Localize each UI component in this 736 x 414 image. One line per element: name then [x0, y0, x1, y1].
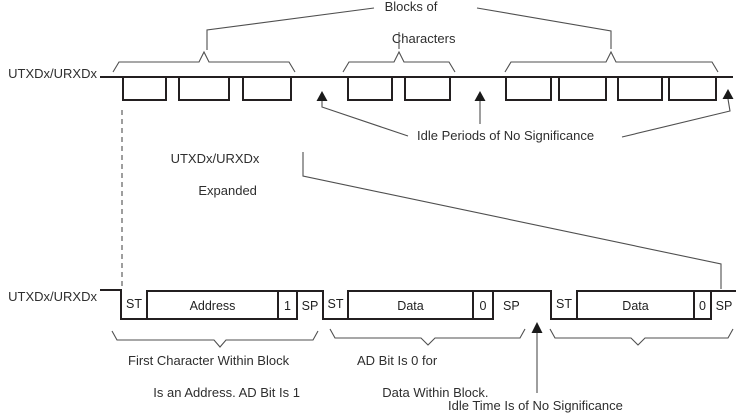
- address-caption-line1: First Character Within Block: [128, 353, 290, 368]
- blocks-leader-left: [206, 7, 375, 50]
- idle-time-caption: Idle Time Is of No Significance: [448, 398, 623, 413]
- cell-data: Data: [576, 290, 693, 320]
- address-frame-caption: First Character Within Block Is an Addre…: [128, 353, 300, 401]
- brace-top-block3: [504, 50, 719, 73]
- data-frame-caption: AD Bit Is 0 for Data Within Block.: [357, 353, 489, 401]
- cell-ad-bit-1: 1: [277, 290, 296, 320]
- expanded-callout-label: UTXDx/URXDx Expanded: [160, 151, 270, 199]
- character-box: [617, 76, 663, 101]
- character-box: [178, 76, 230, 101]
- character-box: [558, 76, 607, 101]
- cell-start-bit: ST: [120, 290, 146, 320]
- blocks-caption-line1: Blocks of: [384, 0, 438, 14]
- character-box: [668, 76, 717, 101]
- cell-data: Data: [347, 290, 472, 320]
- character-box: [122, 76, 167, 101]
- cell-ad-bit-0: 0: [472, 290, 492, 320]
- cell-address: Address: [146, 290, 277, 320]
- idle-arrow-icon: [722, 89, 734, 99]
- expansion-callout-line: [302, 152, 722, 289]
- brace-bottom-data-frame: [329, 328, 526, 346]
- character-box: [347, 76, 393, 101]
- idle-arrow-icon: [316, 91, 328, 101]
- bottom-signal-line-stub: [100, 289, 122, 291]
- character-box: [505, 76, 552, 101]
- idle-arrow-leader-left: [321, 101, 409, 137]
- character-box: [404, 76, 451, 101]
- top-signal-label: UTXDx/URXDx: [8, 66, 97, 81]
- bottom-signal-label: UTXDx/URXDx: [8, 289, 97, 304]
- brace-bottom-data-frame2: [549, 328, 734, 346]
- cell-start-bit: ST: [322, 290, 347, 320]
- idle-arrow-leader-right: [621, 98, 731, 138]
- brace-bottom-address-frame: [111, 330, 319, 348]
- cell-stop-bit-idle: SP: [492, 290, 550, 320]
- cell-start-bit: ST: [550, 290, 576, 320]
- expanded-label-line1: UTXDx/URXDx: [170, 151, 260, 166]
- cell-ad-bit-0: 0: [693, 290, 710, 320]
- idle-periods-caption: Idle Periods of No Significance: [417, 128, 595, 143]
- blocks-of-characters-caption: Blocks of Characters: [360, 0, 462, 47]
- blocks-caption-line2: Characters: [391, 31, 456, 46]
- cell-stop-bit: SP: [710, 290, 736, 320]
- brace-top-block2: [342, 50, 456, 73]
- idle-arrow-icon: [474, 91, 486, 101]
- brace-top-block1: [112, 50, 296, 73]
- data-caption-line1: AD Bit Is 0 for: [357, 353, 438, 368]
- cell-stop-bit: SP: [296, 290, 322, 320]
- data-caption-line2: Data Within Block.: [382, 385, 489, 400]
- expanded-label-line2: Expanded: [198, 183, 257, 198]
- idle-time-arrow-icon: [531, 322, 543, 333]
- blocks-leader-right: [476, 7, 612, 49]
- character-box: [242, 76, 292, 101]
- address-caption-line2: Is an Address. AD Bit Is 1: [153, 385, 300, 400]
